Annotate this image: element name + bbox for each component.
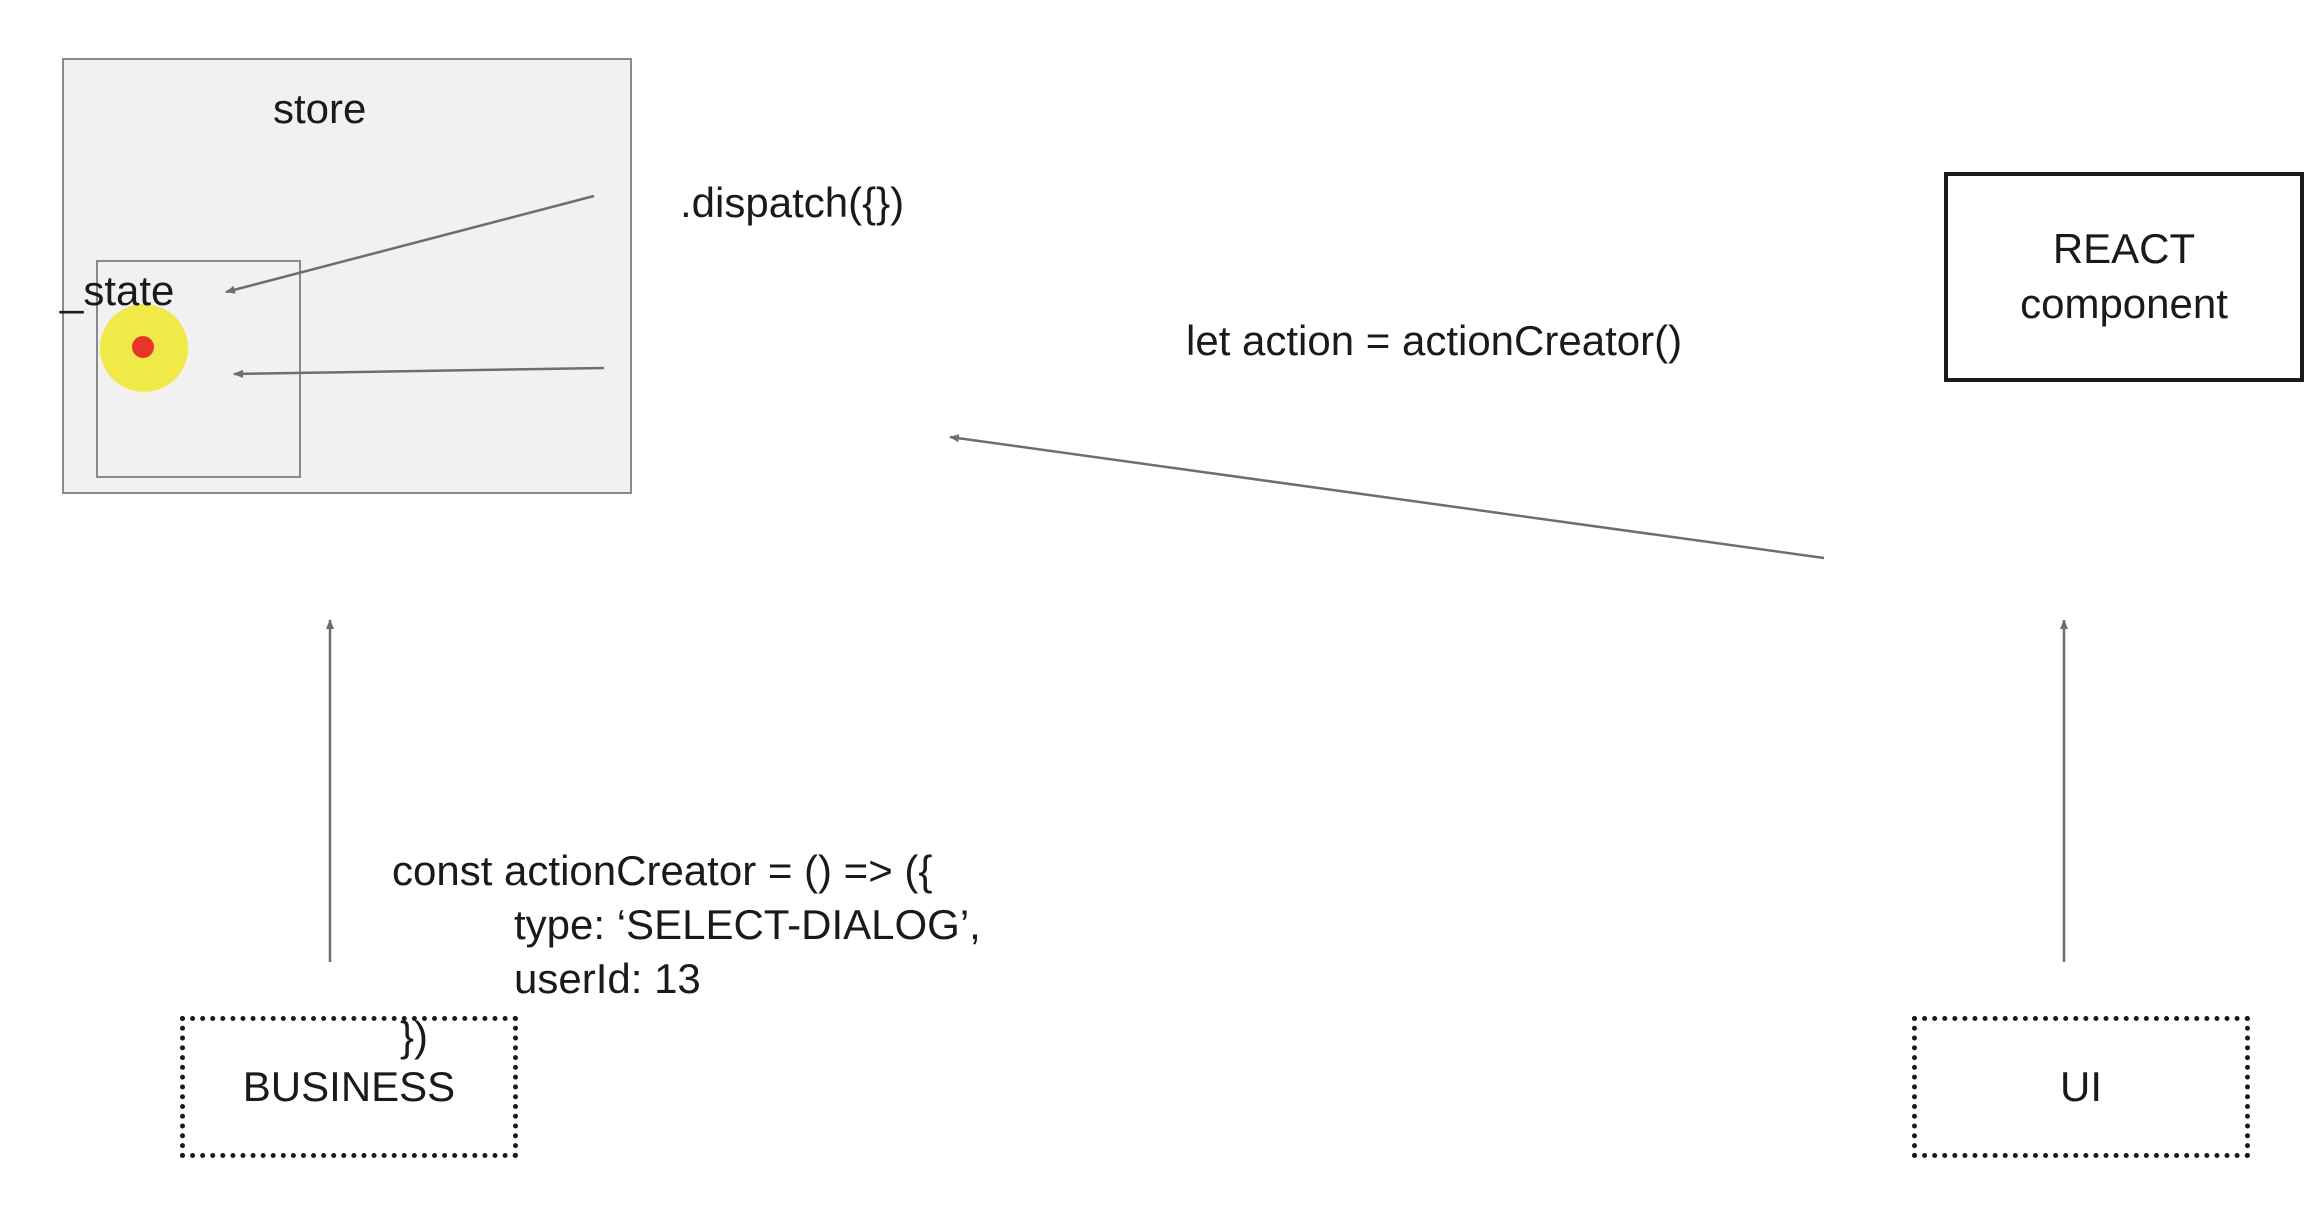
store-label: store bbox=[273, 85, 367, 132]
business-label-text: BUSINESS bbox=[242, 1063, 456, 1110]
ui-label-text: UI bbox=[2060, 1063, 2102, 1110]
code-line-4: }) bbox=[400, 1013, 429, 1060]
action-label: let action = actionCreator() bbox=[1186, 317, 1683, 364]
ui-box bbox=[1912, 1016, 2250, 1158]
react-component-label: REACT component bbox=[1944, 172, 2304, 382]
code-line-1: const actionCreator = () => ({ bbox=[392, 847, 933, 894]
react-component-box bbox=[1944, 172, 2304, 382]
react-label-line1: REACT bbox=[2052, 225, 2196, 273]
dispatch-label: .dispatch({}) bbox=[680, 179, 905, 226]
code-line-3: userId: 13 bbox=[514, 955, 701, 1002]
react-label-line2: component bbox=[2020, 280, 2228, 327]
business-box bbox=[180, 1016, 518, 1158]
code-line-2: type: ‘SELECT-DIALOG’, bbox=[514, 901, 981, 948]
action-arrow bbox=[949, 434, 1825, 560]
state-label: _state bbox=[60, 267, 175, 314]
business-label: BUSINESS bbox=[180, 1016, 518, 1158]
pointer-dot-icon bbox=[132, 336, 154, 358]
ui-label: UI bbox=[1912, 1016, 2250, 1158]
